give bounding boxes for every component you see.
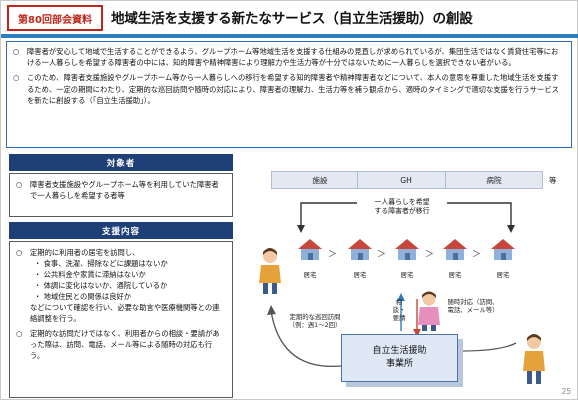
- target-text: 障害者支援施設やグループホーム等を利用していた障害者で一人暮らしを希望する者等: [30, 180, 219, 200]
- support-item: ・ 体調に変化はないか、通院しているか: [34, 281, 168, 290]
- home-label: 居宅: [448, 271, 462, 279]
- target-row: ○ 障害者支援施設やグループホーム等を利用していた障害者で一人暮らしを希望する者…: [16, 179, 226, 201]
- resident-person-icon: [259, 248, 281, 294]
- office-line-1: 自立生活援助: [372, 346, 427, 356]
- chevron-right-icon: ＞: [377, 250, 387, 260]
- support-box: ○ 定期的に利用者の居宅を訪問し、 ・ 食事、洗濯、掃除などに課題はないか ・ …: [9, 241, 233, 398]
- circle-bullet-icon: ○: [16, 329, 23, 338]
- support-heading: 支援内容: [9, 222, 233, 239]
- response-label: 随時対応（訪問、電話、メール等）: [447, 298, 499, 314]
- resident-person-icon: [418, 291, 440, 331]
- circle-bullet-icon: ○: [16, 180, 23, 189]
- title-rule: [1, 34, 578, 38]
- home-label: 居宅: [353, 271, 367, 279]
- meeting-badge: 第80回部会資料: [7, 5, 103, 31]
- target-heading: 対象者: [9, 154, 233, 171]
- support-item: ・ 食事、洗濯、掃除などに課題はないか: [34, 259, 168, 268]
- facility-box-gh: GH: [357, 171, 455, 189]
- home-label: 居宅: [400, 271, 414, 279]
- circle-bullet-icon: ○: [13, 47, 20, 56]
- chevron-right-icon: ＞: [472, 250, 482, 260]
- support-item: ・ 地域住民との関係は良好か: [34, 292, 132, 301]
- support-item: ・ 公共料金や家賃に滞納はないか: [34, 270, 146, 279]
- office-line-2: 事業所: [385, 359, 413, 369]
- house-icon: [395, 239, 419, 260]
- transition-label-line-2: する障害者が移行: [374, 207, 430, 215]
- chevron-right-icon: ＞: [328, 250, 338, 260]
- support-row-2: ○ 定期的な訪問だけではなく、利用者からの相談・要請があった際は、訪問、電話、メ…: [16, 328, 226, 361]
- home-label: 居宅: [303, 271, 317, 279]
- transition-label-line-1: 一人暮らしを希望: [374, 198, 430, 206]
- intro-text-2: このため、障害者支援施設やグループホーム等から一人暮らしへの移行を希望する知的障…: [27, 73, 559, 105]
- house-icon: [348, 239, 372, 260]
- page-title: 地域生活を支援する新たなサービス（自立生活援助）の創設: [111, 11, 473, 27]
- support-text-2: 定期的な訪問だけではなく、利用者からの相談・要請があった際は、訪問、電話、メール…: [30, 329, 220, 360]
- circle-bullet-icon: ○: [13, 73, 20, 83]
- resident-person-icon: [523, 334, 545, 384]
- intro-paragraph-1: ○ 障害者が安心して地域で生活することができるよう、グループホーム等地域生活を支…: [13, 46, 565, 68]
- transition-label: 一人暮らしを希望 する障害者が移行: [357, 198, 447, 216]
- chevron-right-icon: ＞: [425, 250, 435, 260]
- facility-box-hospital: 病院: [445, 171, 543, 189]
- home-label: 居宅: [496, 271, 510, 279]
- intro-text-1: 障害者が安心して地域で生活することができるよう、グループホーム等地域生活を支援す…: [27, 47, 559, 68]
- house-icon: [298, 239, 322, 260]
- consult-label: 相談・要請: [392, 298, 406, 322]
- target-box: ○ 障害者支援施設やグループホーム等を利用していた障害者で一人暮らしを希望する者…: [9, 173, 233, 217]
- support-text-1-end: などについて確認を行い、必要な助言や医療機関等との連絡調整を行う。: [30, 303, 220, 323]
- page-number: 25: [561, 387, 571, 396]
- office-box: 自立生活援助 事業所: [341, 334, 458, 382]
- support-text-1: 定期的に利用者の居宅を訪問し、: [30, 248, 140, 257]
- intro-paragraph-2: ○ このため、障害者支援施設やグループホーム等から一人暮らしへの移行を希望する知…: [13, 72, 565, 106]
- facility-box-shisetsu: 施設: [271, 171, 369, 189]
- intro-box: ○ 障害者が安心して地域で生活することができるよう、グループホーム等地域生活を支…: [6, 41, 572, 148]
- circle-bullet-icon: ○: [16, 248, 23, 257]
- support-row-1: ○ 定期的に利用者の居宅を訪問し、 ・ 食事、洗濯、掃除などに課題はないか ・ …: [16, 247, 226, 324]
- support-flow-arrows: [267, 293, 517, 368]
- facility-etc: 等: [549, 176, 557, 185]
- visit-label: 定期的な巡回訪問（例：週1～2回）: [288, 313, 342, 329]
- house-icon: [443, 239, 467, 260]
- house-icon: [491, 239, 515, 260]
